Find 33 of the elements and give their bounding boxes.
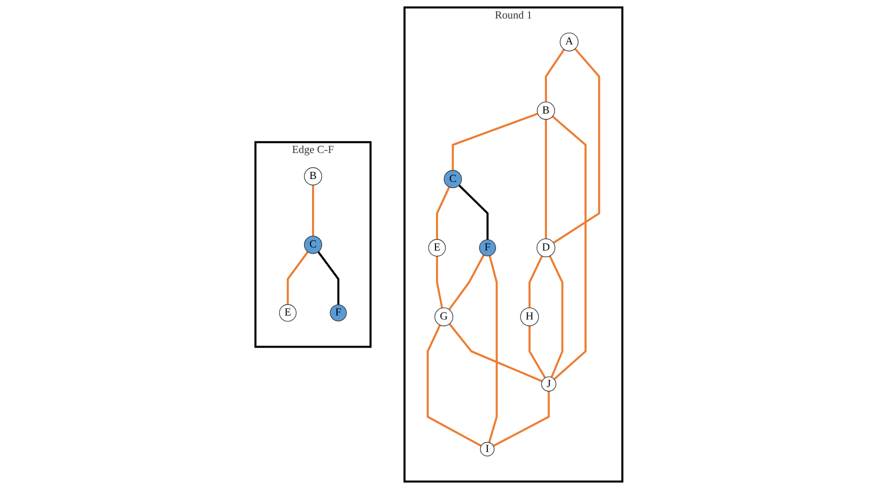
connector <box>545 119 548 239</box>
connector <box>545 48 566 102</box>
node-circle: C <box>304 236 322 254</box>
node-circle: B <box>536 102 556 120</box>
connector <box>312 185 314 236</box>
connector <box>318 251 340 305</box>
node-circle: E <box>279 304 297 322</box>
connector <box>448 254 485 310</box>
connector <box>488 255 498 443</box>
connector <box>436 186 450 240</box>
connector <box>553 48 600 244</box>
node-circle: I <box>480 442 495 456</box>
node-circle: H <box>520 307 539 326</box>
connector <box>426 324 482 447</box>
connector <box>436 256 444 308</box>
node-circle: A <box>560 32 579 52</box>
node-circle: E <box>428 239 446 257</box>
connector <box>528 256 544 308</box>
node-circle: C <box>444 170 462 188</box>
connector <box>528 326 546 378</box>
node-circle: G <box>434 307 454 326</box>
connector <box>448 323 543 382</box>
node-circle: J <box>541 376 556 392</box>
node-circle: D <box>536 238 556 258</box>
connector <box>549 256 564 378</box>
node-circle: F <box>330 304 347 322</box>
node-circle: F <box>479 239 496 256</box>
connector <box>552 116 587 380</box>
node-circle: B <box>304 167 322 186</box>
connector <box>493 391 550 447</box>
connector <box>458 184 489 240</box>
connector <box>286 251 309 304</box>
connector <box>452 112 538 170</box>
